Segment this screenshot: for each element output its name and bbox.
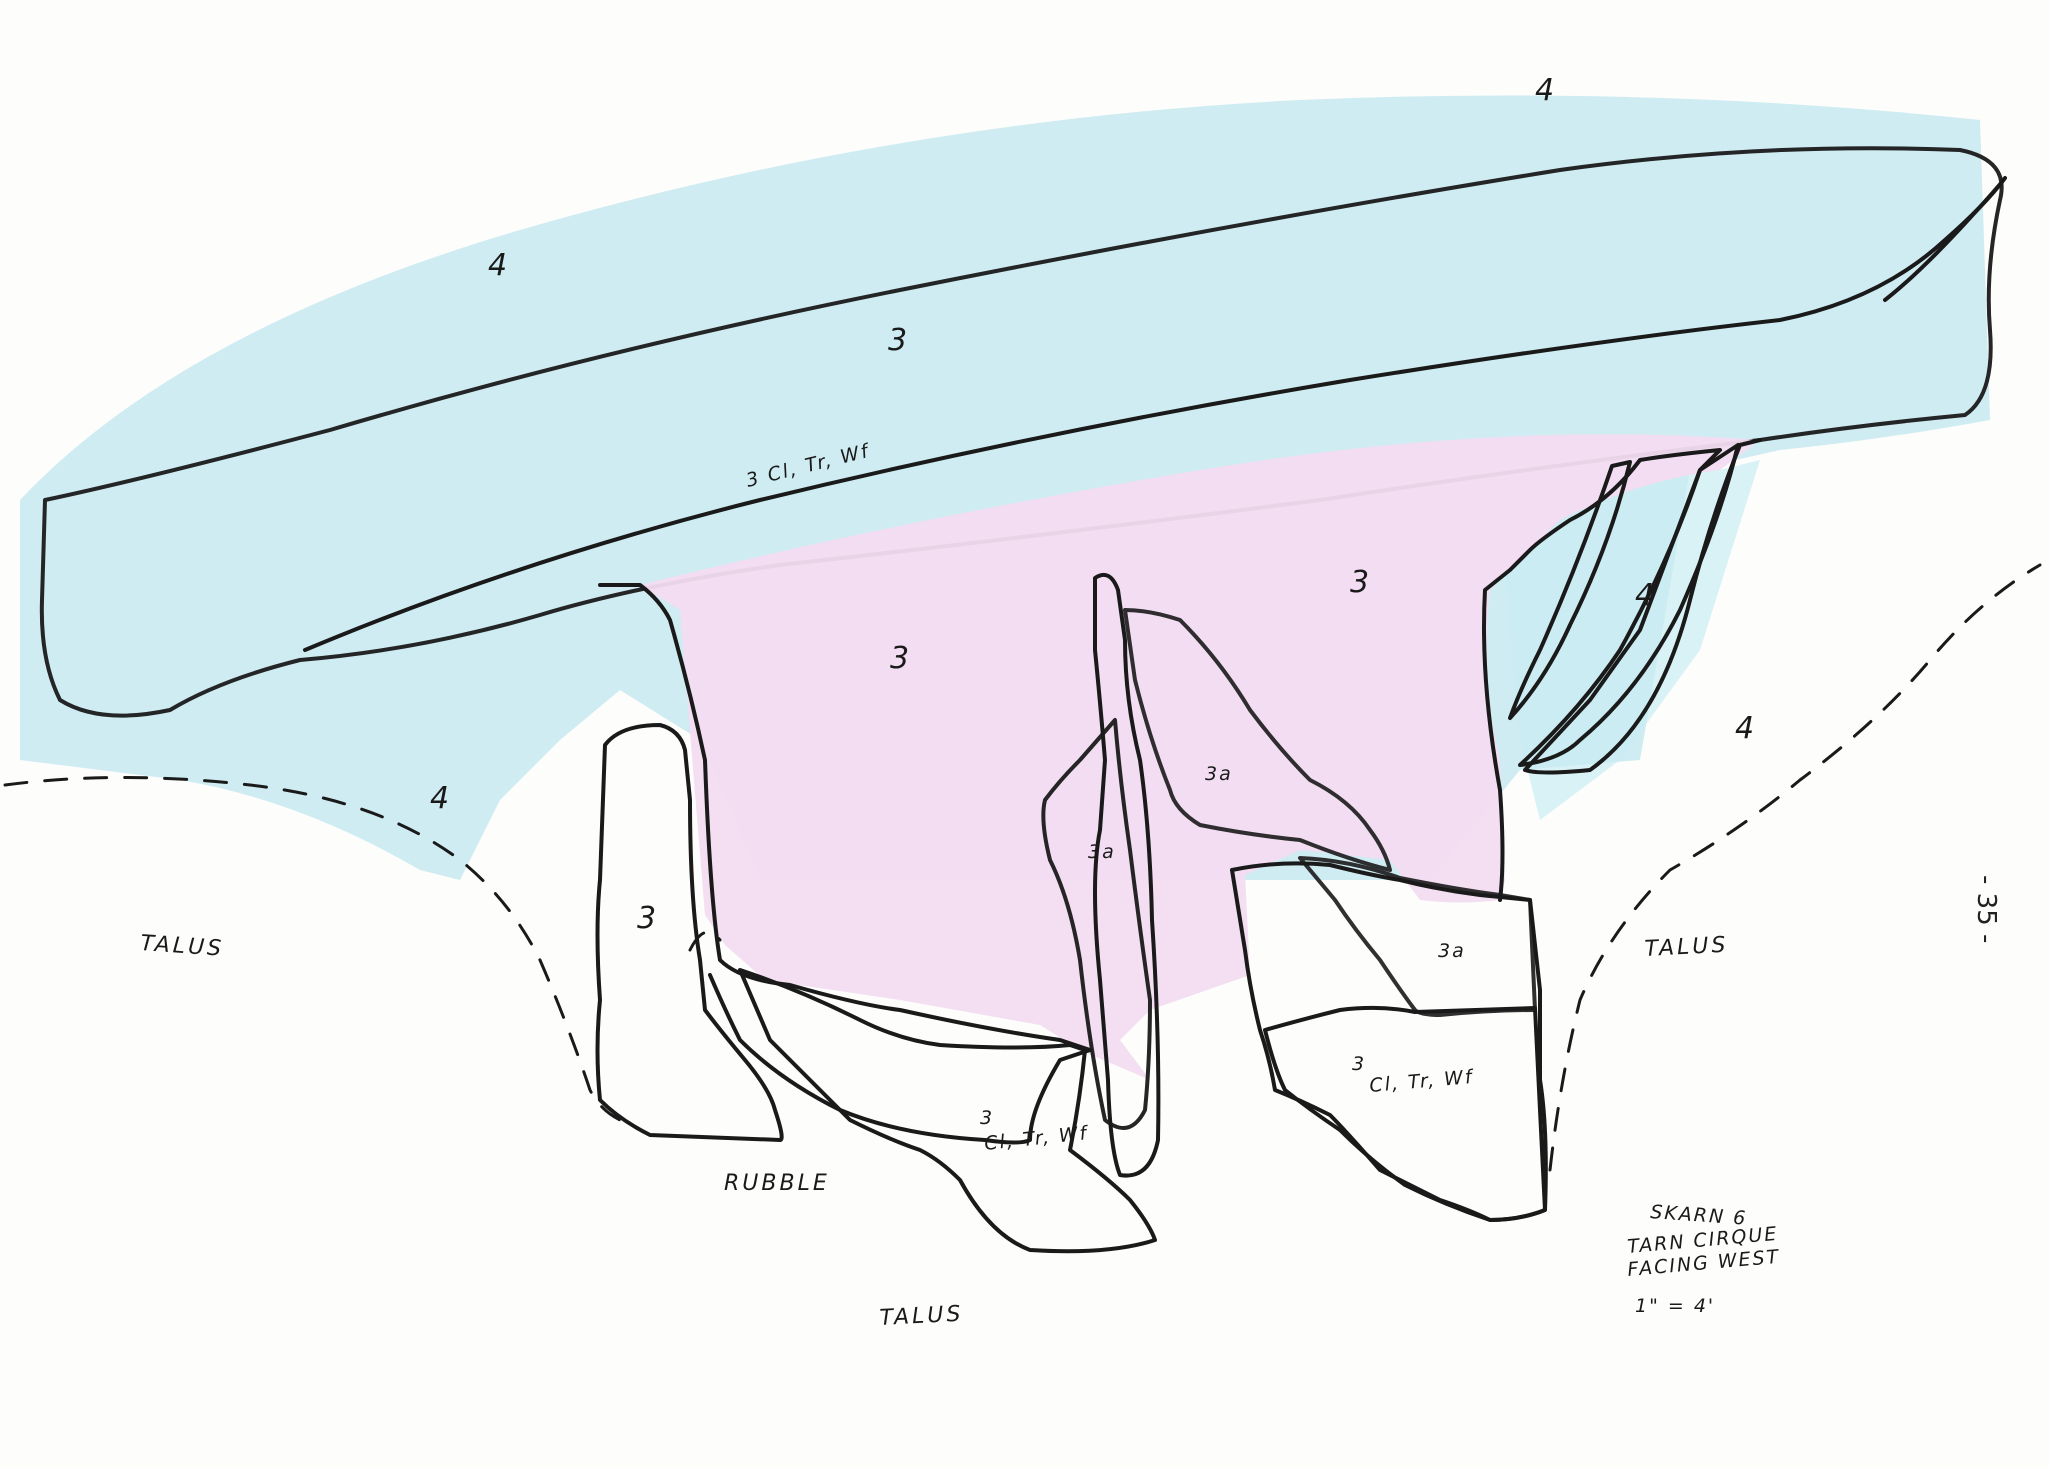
label-unit-3a-upper: 3a bbox=[1205, 763, 1233, 785]
page-number: - 35 - bbox=[1971, 875, 2001, 943]
label-unit-3-center: 3 bbox=[890, 641, 909, 676]
label-unit-3-right: 3 bbox=[1350, 565, 1369, 600]
unit-3-right-lower bbox=[1265, 1008, 1545, 1220]
label-unit-3a-right: 3a bbox=[1438, 940, 1466, 962]
label-talus-bottom: TALUS bbox=[879, 1302, 964, 1331]
label-unit-3-lower-text: Cl, Tr, Wf bbox=[983, 1122, 1090, 1155]
label-unit-4-top: 4 bbox=[1535, 73, 1554, 108]
label-unit-3-top: 3 bbox=[888, 323, 907, 358]
label-unit-3-block: 3 bbox=[637, 901, 656, 936]
caption-scale: 1" = 4' bbox=[1635, 1295, 1715, 1317]
lower-right-block bbox=[1232, 863, 1546, 1220]
label-unit-4-fingers: 4 bbox=[1635, 578, 1654, 613]
label-talus-left: TALUS bbox=[140, 931, 225, 962]
label-unit-4-left: 4 bbox=[488, 248, 507, 283]
label-unit-4-lower-left: 4 bbox=[430, 781, 449, 816]
label-unit-3-right-num: 3 bbox=[1352, 1053, 1366, 1075]
label-talus-right: TALUS bbox=[1644, 933, 1729, 962]
caption-title: SKARN 6 bbox=[1650, 1201, 1748, 1230]
talus-boundary-left bbox=[5, 778, 620, 1121]
label-unit-3-lower-num: 3 bbox=[980, 1107, 994, 1129]
label-unit-3a-center: 3a bbox=[1088, 841, 1116, 863]
label-unit-3-right-text: Cl, Tr, Wf bbox=[1369, 1066, 1476, 1097]
label-rubble: RUBBLE bbox=[724, 1171, 830, 1196]
label-unit-4-right: 4 bbox=[1735, 711, 1754, 746]
